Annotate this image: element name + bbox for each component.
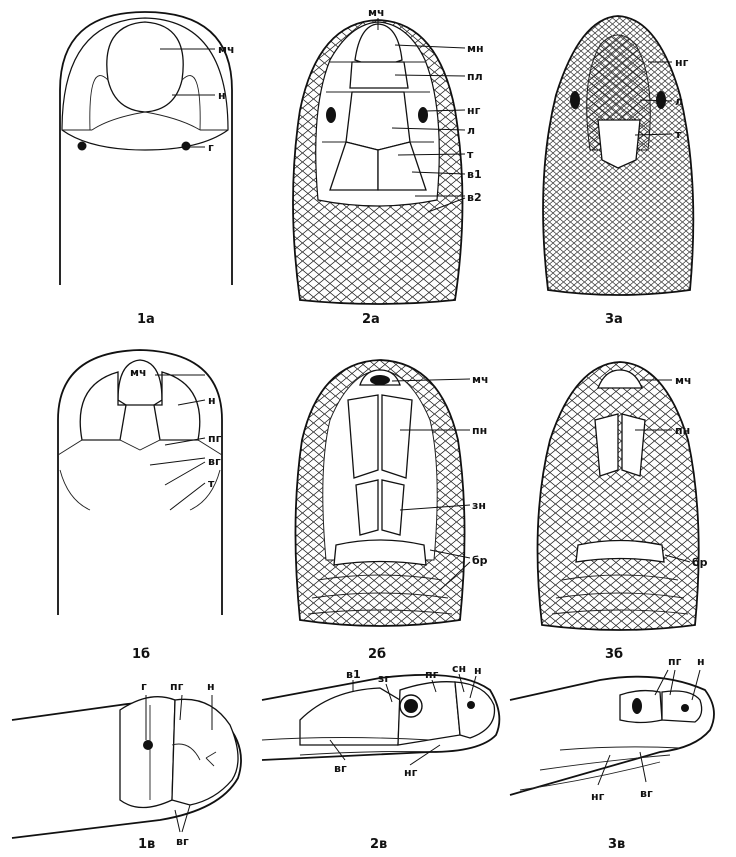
label-3b-2: бр bbox=[692, 556, 708, 569]
caption-3b: 3б bbox=[605, 647, 623, 662]
eye-1v bbox=[143, 740, 153, 750]
label-3a-0: нг bbox=[675, 56, 689, 69]
label-2b-0: мч bbox=[472, 373, 489, 386]
figure-1b: мч н пг вг т 1б bbox=[58, 350, 222, 662]
label-2a-7: в2 bbox=[467, 191, 482, 204]
label-3a-2: т bbox=[675, 128, 682, 141]
label-2v-2: пг bbox=[425, 668, 439, 681]
label-1b-0: мч bbox=[130, 366, 147, 379]
caption-3a: 3а bbox=[605, 312, 623, 327]
label-1b-2: пг bbox=[208, 432, 222, 445]
label-1b-1: н bbox=[208, 394, 216, 407]
caption-1b: 1б bbox=[132, 647, 150, 662]
eye-2v bbox=[404, 699, 418, 713]
label-3b-1: пн bbox=[675, 424, 690, 437]
label-2a-2: пл bbox=[467, 70, 483, 83]
label-3v-1: н bbox=[697, 655, 705, 668]
label-2v-3: сн bbox=[452, 662, 466, 675]
figure-2b: мч пн зн бр 2б bbox=[295, 360, 488, 662]
label-2a-5: т bbox=[467, 148, 474, 161]
figure-3b: мч пн бр 3б bbox=[538, 362, 708, 662]
eye-2a-right bbox=[418, 107, 428, 123]
caption-1a: 1а bbox=[137, 312, 155, 327]
label-1v-1: пг bbox=[170, 680, 184, 693]
label-3v-0: пг bbox=[668, 655, 682, 668]
caption-1v: 1в bbox=[138, 837, 155, 852]
label-2a-3: нг bbox=[467, 104, 481, 117]
label-2v-4: н bbox=[474, 664, 482, 677]
label-1a-0: мч bbox=[218, 43, 235, 56]
label-2v-6: нг bbox=[404, 766, 418, 779]
label-1v-2: н bbox=[207, 680, 215, 693]
eye-1a-right bbox=[182, 142, 191, 151]
label-1a-1: н bbox=[218, 89, 226, 102]
label-2v-5: вг bbox=[334, 762, 347, 775]
figure-1a: мч н г 1а bbox=[60, 12, 235, 327]
eye-1a-left bbox=[78, 142, 87, 151]
figure-3v: пг н нг вг 3в bbox=[510, 655, 714, 852]
label-2a-6: в1 bbox=[467, 168, 482, 181]
label-3v-2: нг bbox=[591, 790, 605, 803]
caption-2a: 2а bbox=[362, 312, 380, 327]
eye-2a-left bbox=[326, 107, 336, 123]
figure-2a: мч мн пл нг л т в1 в2 2а bbox=[293, 6, 484, 327]
label-1a-2: г bbox=[208, 141, 214, 154]
figure-1v: г пг н вг 1в bbox=[12, 680, 241, 852]
figure-3a: нг л т 3а bbox=[543, 16, 693, 327]
label-1v-0: г bbox=[141, 680, 147, 693]
label-3v-3: вг bbox=[640, 787, 653, 800]
caption-2b: 2б bbox=[368, 647, 386, 662]
label-1b-3: вг bbox=[208, 455, 221, 468]
label-3b-0: мч bbox=[675, 374, 692, 387]
label-3a-1: л bbox=[675, 95, 683, 108]
label-2a-4: л bbox=[467, 124, 475, 137]
figure-2v: в1 зг пг сн н вг нг 2в bbox=[262, 662, 499, 852]
label-1b-4: т bbox=[208, 477, 215, 490]
label-2b-3: бр bbox=[472, 554, 488, 567]
label-2a-1: мн bbox=[467, 42, 484, 55]
caption-3v: 3в bbox=[608, 837, 625, 852]
label-2b-1: пн bbox=[472, 424, 487, 437]
label-2a-0: мч bbox=[368, 6, 385, 19]
eye-3a-right bbox=[656, 91, 666, 109]
eye-3a-left bbox=[570, 91, 580, 109]
caption-2v: 2в bbox=[370, 837, 387, 852]
label-2b-2: зн bbox=[472, 499, 486, 512]
label-2v-0: в1 bbox=[346, 668, 361, 681]
label-2v-1: зг bbox=[378, 672, 390, 685]
label-1v-3: вг bbox=[176, 835, 189, 848]
eye-3v bbox=[632, 698, 642, 714]
